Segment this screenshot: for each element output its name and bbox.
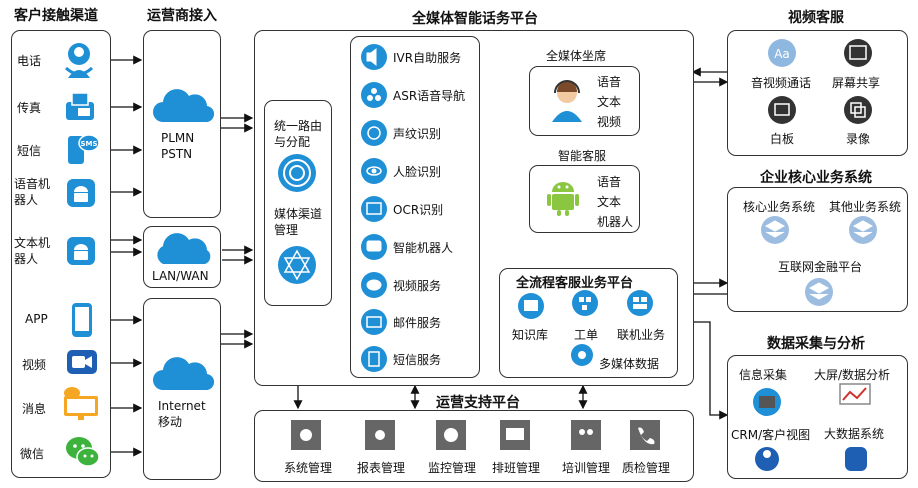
svg-text:SMS: SMS [80, 140, 97, 148]
ops-system: 系统管理 [284, 461, 333, 475]
channel-label-video: 视频 [22, 358, 47, 372]
ops-panel [254, 410, 694, 482]
routing-icon [278, 154, 316, 192]
video-title: 视频客服 [788, 10, 844, 26]
robot-line-robot: 机器人 [597, 215, 634, 229]
routing-label: 统一路由 与分配 [274, 119, 323, 149]
cloud-icon [153, 357, 215, 391]
channel-label-message: 消息 [22, 402, 47, 416]
wechat-icon [66, 437, 100, 467]
process-multimedia: 多媒体数据 [599, 357, 660, 371]
service-sms: 短信服务 [393, 353, 442, 367]
agent-title: 全媒体坐席 [546, 49, 607, 63]
channel-label-wechat: 微信 [20, 447, 45, 461]
enterprise-panel [727, 187, 908, 312]
robot-line-text: 文本 [597, 195, 622, 209]
data-bigscreen: 大屏/数据分析 [814, 368, 891, 382]
sms-icon: SMS [68, 134, 100, 164]
headset-agent-icon [552, 80, 582, 122]
ops-quality: 质检管理 [622, 461, 671, 475]
video-item-call: 音视频通话 [751, 76, 812, 90]
channel-label-phone: 电话 [17, 54, 42, 68]
agent-lines: 语音 文本 视频 [597, 72, 621, 132]
agent-line-voice: 语音 [597, 75, 622, 89]
channel-label-text-robot: 文本机 器人 [14, 236, 51, 266]
robot-lines: 语音 文本 机器人 [597, 172, 633, 232]
lan-label: LAN/WAN [152, 269, 209, 283]
service-ivr: IVR自助服务 [393, 51, 462, 65]
ops-report: 报表管理 [357, 461, 406, 475]
process-ticket: 工单 [574, 328, 599, 342]
plmn-label: PLMN PSTN [161, 131, 195, 161]
data-title: 数据采集与分析 [767, 336, 865, 352]
plmn-box [143, 30, 221, 218]
data-crm: CRM/客户视图 [731, 428, 811, 442]
monitor-chat-icon [64, 387, 98, 420]
process-title: 全流程客服业务平台 [516, 276, 634, 291]
video-item-whiteboard: 白板 [770, 132, 795, 146]
service-robot: 智能机器人 [393, 241, 454, 255]
phone-agent-icon [64, 43, 94, 78]
channel-label-sms: 短信 [17, 144, 42, 158]
service-mail: 邮件服务 [393, 316, 442, 330]
android-icon [67, 179, 95, 207]
data-bigdata: 大数据系统 [824, 427, 885, 441]
service-face: 人脸识别 [393, 165, 442, 179]
agent-line-video: 视频 [597, 115, 622, 129]
enterprise-fintech: 互联网金融平台 [778, 260, 863, 274]
ops-monitor: 监控管理 [428, 461, 477, 475]
process-online: 联机业务 [617, 328, 666, 342]
channels-title: 客户接触渠道 [14, 8, 98, 24]
channel-label-voice-robot: 语音机 器人 [14, 177, 51, 207]
channel-mgmt-label: 媒体渠道 管理 [274, 207, 323, 237]
mobile-icon [72, 303, 92, 337]
android-icon [67, 237, 95, 265]
channel-label-app: APP [25, 312, 48, 326]
data-collect: 信息采集 [739, 368, 788, 382]
channel-label-fax: 传真 [17, 101, 42, 115]
ops-schedule: 排班管理 [492, 461, 541, 475]
robot-line-voice: 语音 [597, 175, 622, 189]
video-item-share: 屏幕共享 [832, 76, 881, 90]
service-asr: ASR语音导航 [393, 89, 466, 103]
agent-line-text: 文本 [597, 95, 622, 109]
platform-title: 全媒体智能话务平台 [412, 11, 538, 27]
ops-title: 运营支持平台 [436, 395, 520, 411]
video-camera-icon [67, 350, 97, 374]
agent-box [529, 66, 640, 136]
robot-title: 智能客服 [558, 149, 607, 163]
enterprise-title: 企业核心业务系统 [760, 170, 872, 186]
enterprise-core: 核心业务系统 [743, 200, 816, 214]
fax-icon [66, 92, 94, 120]
video-panel [727, 30, 908, 156]
enterprise-other: 其他业务系统 [829, 200, 902, 214]
video-item-record: 录像 [846, 132, 871, 146]
service-voiceprint: 声纹识别 [393, 127, 442, 141]
robot-box [529, 165, 640, 233]
cloud-icon [157, 233, 211, 264]
process-knowledge: 知识库 [512, 328, 549, 342]
network-star-icon [278, 246, 316, 284]
cloud-icon [153, 89, 215, 123]
android-robot-icon [547, 182, 579, 216]
service-ocr: OCR识别 [393, 203, 444, 217]
ops-training: 培训管理 [562, 461, 611, 475]
service-video: 视频服务 [393, 279, 442, 293]
carrier-title: 运营商接入 [147, 8, 217, 24]
internet-label: Internet 移动 [158, 399, 206, 429]
